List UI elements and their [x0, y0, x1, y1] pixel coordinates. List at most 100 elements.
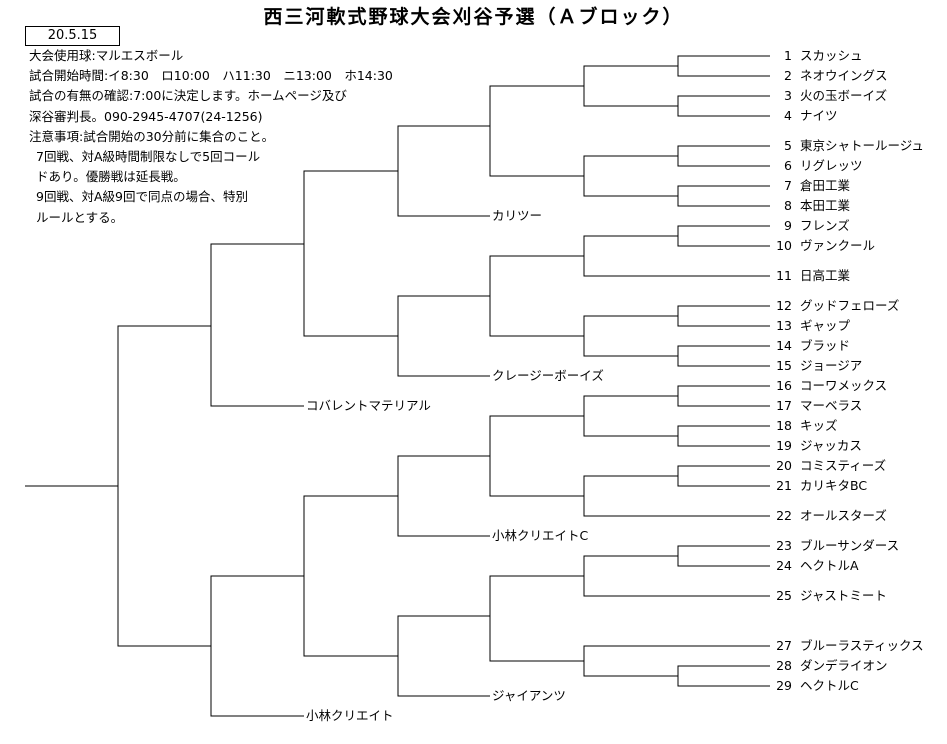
team-name: ジャストミート — [800, 588, 887, 603]
bracket-line — [210, 575, 304, 717]
bracket-line — [677, 665, 770, 687]
team-entry: 24 ヘクトルA — [770, 558, 859, 574]
team-name: ギャップ — [800, 318, 851, 333]
team-name: マーベラス — [800, 398, 863, 413]
team-number: 23 — [776, 538, 792, 553]
team-entry: 6 リグレッツ — [770, 158, 863, 174]
team-name: ブラッド — [800, 338, 851, 353]
team-name: リグレッツ — [800, 158, 863, 173]
bracket-winner: 小林クリエイト — [306, 708, 394, 723]
page-title: 西三河軟式野球大会刈谷予選（Ａブロック） — [263, 6, 684, 28]
date-box: 20.5.15 — [25, 26, 120, 46]
bracket-line — [677, 465, 770, 487]
team-number: 24 — [776, 558, 792, 573]
team-name: フレンズ — [800, 218, 850, 233]
team-name: 東京シャトールージュ — [800, 138, 924, 153]
bracket-line — [117, 325, 211, 647]
team-entry: 7 倉田工業 — [770, 178, 850, 194]
team-entry: 3 火の玉ボーイズ — [770, 88, 887, 104]
bracket-line — [583, 155, 678, 197]
bracket-winner: ジャイアンツ — [492, 688, 566, 703]
info-line: 注意事項:試合開始の30分前に集合のこと。 — [29, 128, 275, 144]
info-line: ルールとする。 — [36, 209, 124, 225]
team-number: 7 — [784, 178, 792, 193]
team-number: 12 — [776, 298, 792, 313]
team-number: 6 — [784, 158, 792, 173]
team-name: 倉田工業 — [800, 178, 851, 193]
bracket-line — [677, 545, 770, 567]
bracket-line — [397, 295, 490, 377]
bracket-line — [489, 575, 584, 662]
bracket-line — [303, 170, 398, 337]
team-name: ネオウイングス — [800, 68, 888, 83]
team-entry: 9 フレンズ — [770, 218, 850, 234]
team-name: ヘクトルA — [800, 558, 859, 573]
team-name: カリキタBC — [800, 478, 868, 493]
bracket-line — [677, 385, 770, 407]
team-name: ジョージア — [800, 358, 863, 373]
team-number: 22 — [776, 508, 792, 523]
team-name: グッドフェローズ — [800, 298, 900, 313]
bracket-line — [397, 455, 490, 537]
team-name: ジャッカス — [800, 438, 862, 453]
team-number: 25 — [776, 588, 792, 603]
team-name: キッズ — [800, 418, 838, 433]
info-line: 9回戦、対A級9回で同点の場合、特別 — [36, 189, 248, 205]
team-number: 19 — [776, 438, 792, 453]
team-entry: 28 ダンデライオン — [770, 658, 888, 674]
team-entry: 15 ジョージア — [770, 358, 862, 374]
info-line: ドあり。優勝戦は延長戦。 — [36, 169, 186, 185]
team-number: 28 — [776, 658, 792, 673]
bracket-line — [677, 345, 770, 367]
team-entry: 2 ネオウイングス — [770, 68, 888, 84]
team-number: 9 — [784, 218, 792, 233]
bracket-line — [583, 235, 770, 277]
bracket-line — [677, 95, 770, 117]
team-name: ダンデライオン — [800, 658, 888, 673]
info-line: 大会使用球:マルエスボール — [29, 48, 184, 63]
team-entry: 17 マーベラス — [770, 398, 862, 414]
team-number: 13 — [776, 318, 792, 333]
bracket-line — [303, 495, 398, 657]
team-entry: 19 ジャッカス — [770, 438, 862, 454]
team-name: ナイツ — [800, 108, 838, 123]
bracket-line — [677, 185, 770, 207]
bracket-line — [677, 55, 770, 77]
bracket-line — [583, 65, 678, 107]
bracket-line — [677, 305, 770, 327]
team-number: 17 — [776, 398, 792, 413]
team-number: 3 — [784, 88, 792, 103]
bracket-line — [583, 315, 678, 357]
bracket-winner: 小林クリエイトC — [492, 528, 589, 543]
team-entry: 25 ジャストミート — [770, 588, 887, 604]
team-number: 8 — [784, 198, 792, 213]
team-entry: 12 グッドフェローズ — [770, 298, 899, 314]
team-number: 27 — [776, 638, 792, 653]
team-name: 日高工業 — [800, 268, 851, 283]
team-number: 2 — [784, 68, 792, 83]
bracket-line — [677, 225, 770, 247]
team-number: 15 — [776, 358, 792, 373]
bracket-line — [677, 425, 770, 447]
team-name: 本田工業 — [800, 198, 851, 213]
team-entry: 27 ブルーラスティックス — [770, 638, 924, 654]
bracket-line — [397, 615, 490, 697]
team-number: 10 — [776, 238, 792, 253]
team-name: ブルーラスティックス — [800, 638, 924, 653]
team-number: 14 — [776, 338, 792, 353]
team-number: 20 — [776, 458, 792, 473]
team-name: 火の玉ボーイズ — [800, 88, 888, 103]
team-name: ブルーサンダース — [800, 538, 900, 553]
team-number: 18 — [776, 418, 792, 433]
bracket-winner: カリツー — [492, 208, 543, 223]
team-name: ヘクトルC — [800, 678, 859, 693]
bracket-line — [489, 255, 584, 337]
